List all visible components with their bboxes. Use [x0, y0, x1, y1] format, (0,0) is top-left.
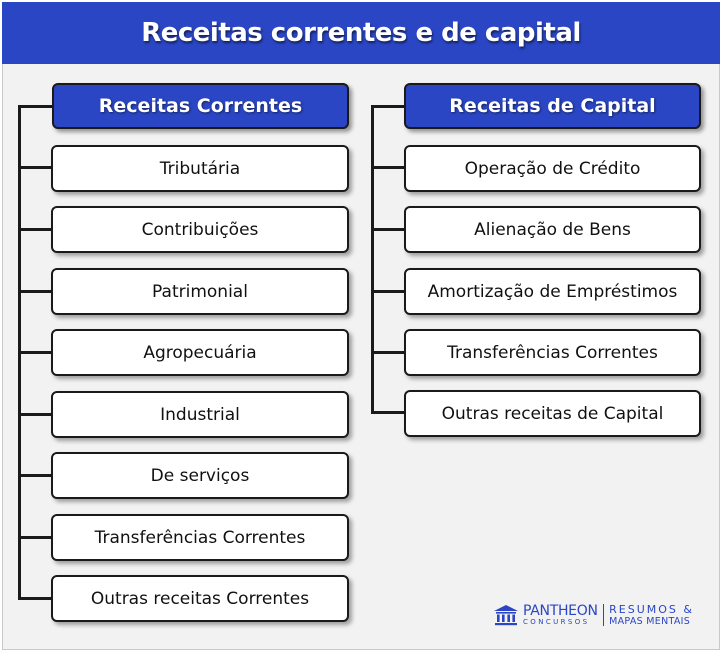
item-label: Outras receitas Correntes	[90, 588, 310, 609]
right-connector	[371, 228, 406, 231]
item-box-outras-receitas-de-capital: Outras receitas de Capital	[404, 390, 701, 437]
left-connector	[18, 290, 53, 293]
receitas-correntes-heading: Receitas Correntes	[52, 83, 349, 129]
item-label: Tributária	[159, 158, 241, 179]
receitas-de-capital-heading-label: Receitas de Capital	[449, 95, 656, 117]
pantheon-logo: PANTHEON CONCURSOS RESUMOS & MAPAS MENTA…	[493, 600, 694, 630]
left-connector	[18, 474, 53, 477]
item-box-agropecuaria: Agropecuária	[51, 329, 349, 376]
item-box-transferencias-correntes-capital: Transferências Correntes	[404, 329, 701, 376]
item-label: Industrial	[160, 404, 240, 425]
item-box-transferencias-correntes: Transferências Correntes	[51, 514, 349, 561]
right-connector	[371, 411, 406, 414]
temple-icon	[494, 605, 518, 626]
left-connector	[18, 597, 53, 600]
left-connector	[18, 166, 53, 169]
item-box-alienacao-de-bens: Alienação de Bens	[404, 206, 701, 253]
item-label: De serviços	[150, 465, 250, 486]
logo-brand-sub: CONCURSOS	[523, 618, 590, 626]
item-label: Transferências Correntes	[447, 342, 658, 363]
logo-brand-name: PANTHEON	[523, 603, 598, 619]
item-label: Patrimonial	[152, 281, 248, 302]
left-connector	[18, 105, 53, 108]
item-box-patrimonial: Patrimonial	[51, 268, 349, 315]
left-connector	[18, 536, 53, 539]
logo-tagline-2: MAPAS MENTAIS	[609, 615, 691, 627]
title-bar: Receitas correntes e de capital	[2, 2, 720, 64]
left-connector	[18, 413, 53, 416]
item-box-contribuicoes: Contribuições	[51, 206, 349, 253]
item-box-de-servicos: De serviços	[51, 452, 349, 499]
diagram-title: Receitas correntes e de capital	[141, 18, 581, 48]
item-box-tributaria: Tributária	[51, 145, 349, 192]
receitas-correntes-heading-label: Receitas Correntes	[98, 95, 303, 117]
right-connector	[371, 351, 406, 354]
logo-tagline-1: RESUMOS &	[609, 602, 694, 616]
left-connector	[18, 228, 53, 231]
receitas-de-capital-heading: Receitas de Capital	[404, 83, 701, 129]
right-connector	[371, 166, 406, 169]
item-label: Outras receitas de Capital	[441, 403, 664, 424]
item-label: Amortização de Empréstimos	[427, 281, 678, 302]
item-box-amortizacao-de-emprestimos: Amortização de Empréstimos	[404, 268, 701, 315]
right-trunk-line	[371, 105, 374, 413]
item-label: Operação de Crédito	[464, 158, 641, 179]
item-box-industrial: Industrial	[51, 391, 349, 438]
item-label: Agropecuária	[143, 342, 257, 363]
left-connector	[18, 351, 53, 354]
item-label: Contribuições	[141, 219, 259, 240]
logo-divider	[602, 604, 605, 626]
right-connector	[371, 290, 406, 293]
item-box-outras-receitas-correntes: Outras receitas Correntes	[51, 575, 349, 622]
item-box-operacao-de-credito: Operação de Crédito	[404, 145, 701, 192]
right-connector	[371, 105, 406, 108]
item-label: Transferências Correntes	[94, 527, 306, 548]
item-label: Alienação de Bens	[474, 219, 631, 240]
